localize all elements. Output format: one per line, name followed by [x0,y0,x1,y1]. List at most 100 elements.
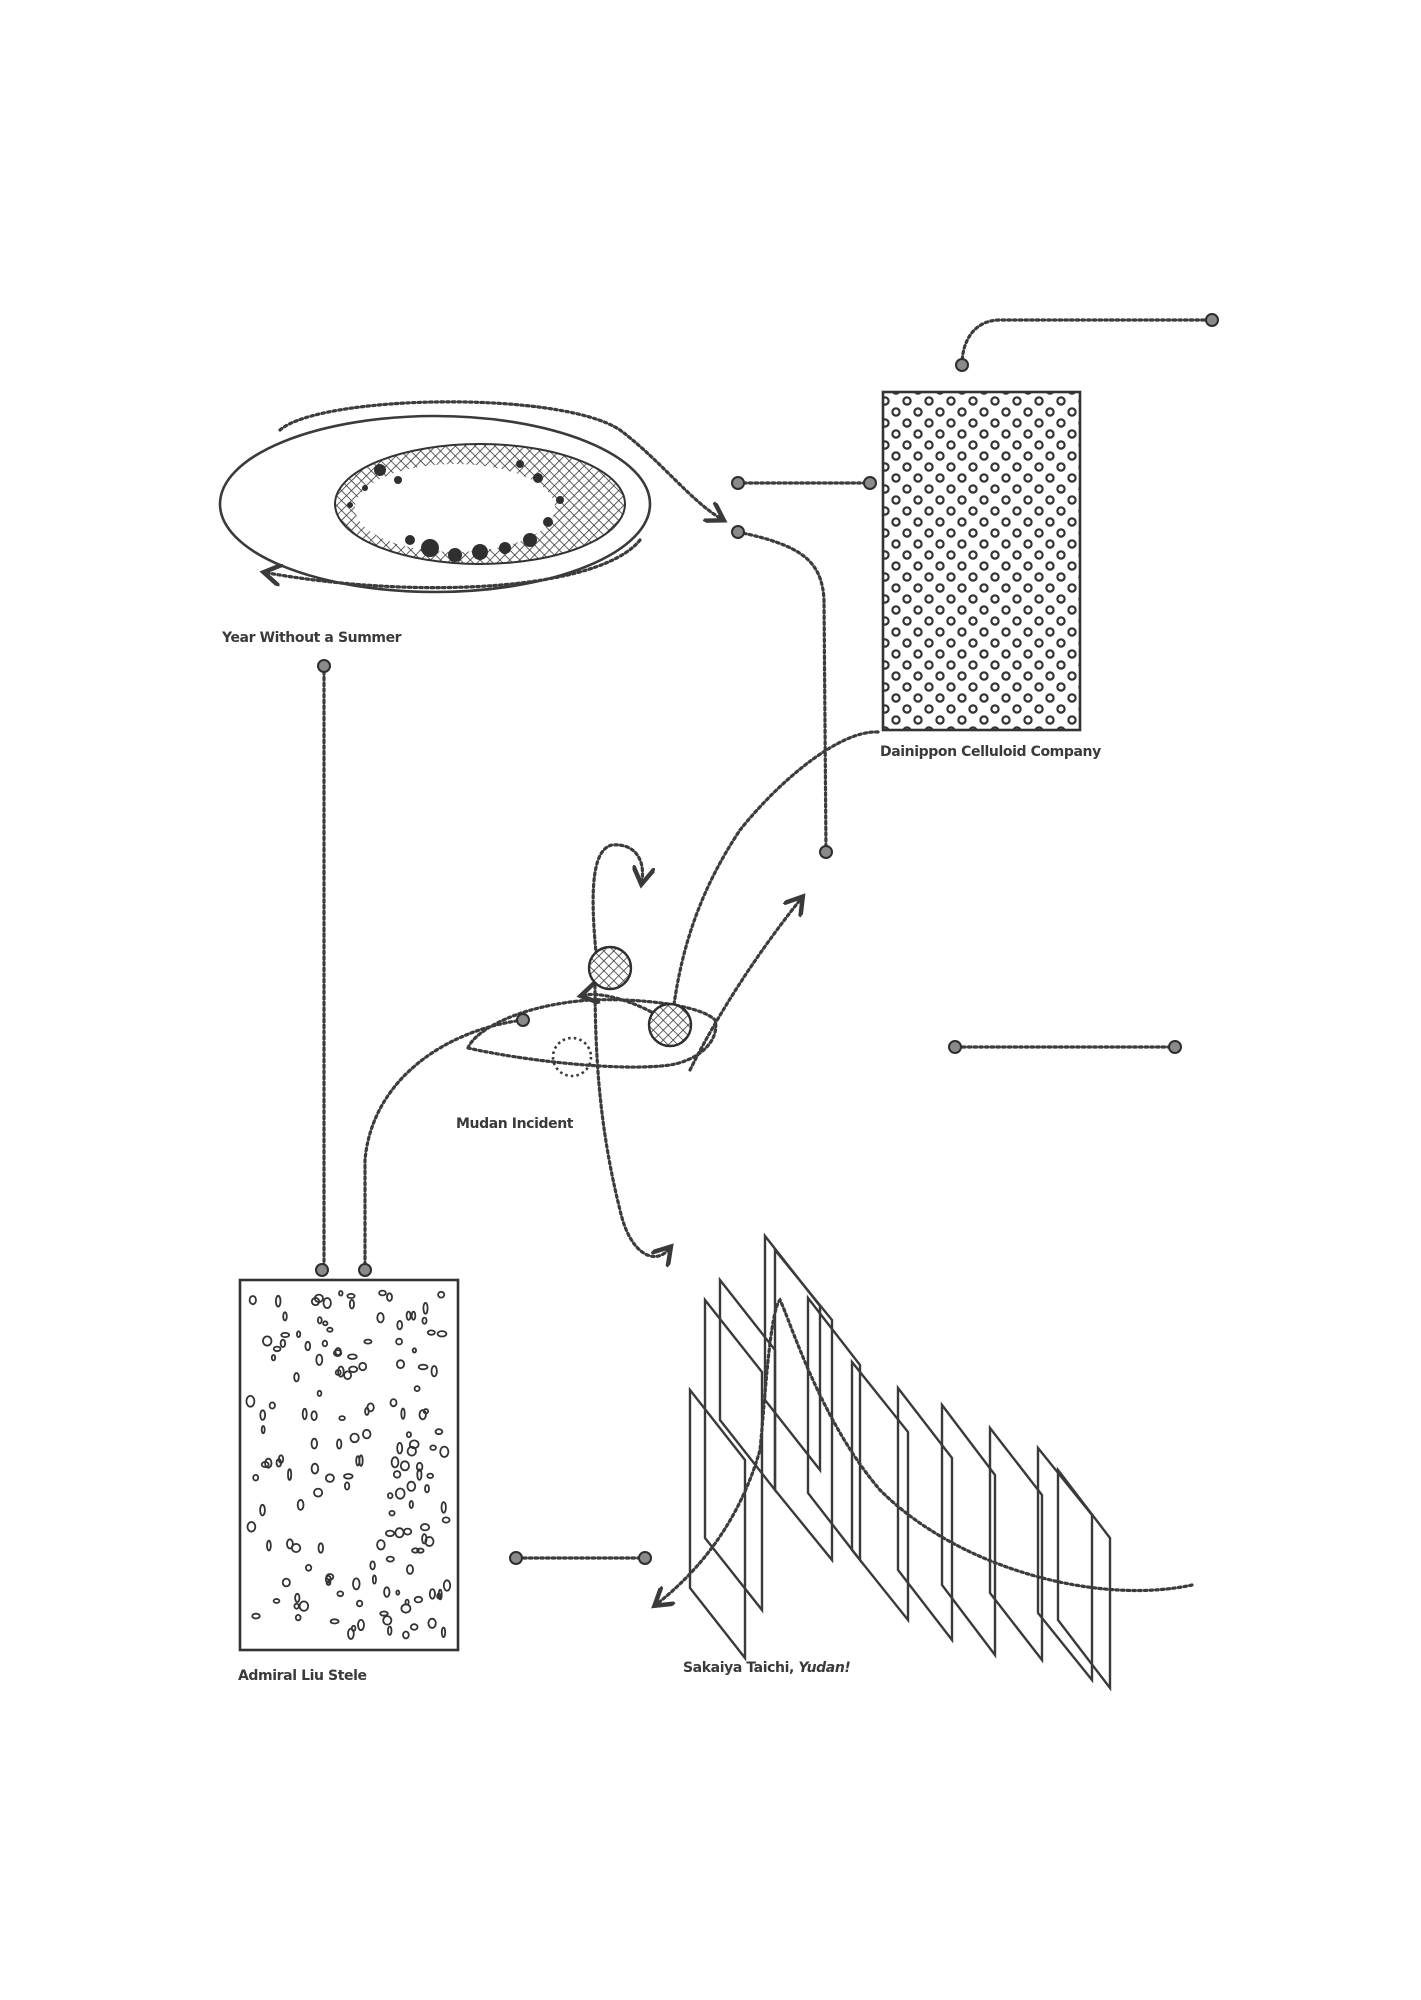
stele-speckle [266,1539,272,1552]
stele-speckle [415,1461,424,1472]
stele-speckle [329,1618,340,1625]
stele-speckle [338,1290,344,1297]
label-admiral-liu: Admiral Liu Stele [238,1668,367,1684]
stele-speckle [358,1361,368,1372]
stele-speckle [280,1332,291,1339]
stele-speckle [262,1335,273,1347]
label-dainippon: Dainippon Celluloid Company [880,744,1101,760]
stele-speckle [355,1599,364,1608]
stele-speckle [336,1590,345,1598]
stele-speckle [416,1547,425,1554]
stele-speckle [315,1353,324,1366]
stele-speckle [364,1406,370,1416]
stele-speckle [272,1598,281,1604]
stele-speckle [416,1468,423,1481]
stele-speckle [418,1409,427,1421]
stele-speckle [429,1444,437,1451]
stele-speckle [386,1292,393,1302]
stele-speckle [325,1580,332,1586]
stele-speckle [383,1586,391,1598]
stele-speckle [389,1398,398,1408]
stele-speckle [424,1536,435,1547]
stele-speckle [348,1298,355,1310]
stele-speckle [252,1473,260,1482]
stele-speckle [426,1472,435,1479]
stele-speckle [363,1338,373,1345]
stele-speckle [347,1353,358,1360]
stele-speckle [436,1592,442,1600]
stele-speckle [248,1295,257,1306]
stele-speckle [324,1473,335,1483]
stele-speckle [295,1330,302,1338]
stele-speckle [399,1460,410,1472]
stele-speckle [322,1297,332,1309]
stele-speckle [316,1389,323,1397]
stele-speckle [343,1370,353,1381]
stele-speckle [286,1538,294,1550]
stele-speckle [316,1316,323,1325]
stele-speckle [352,1577,361,1591]
stele-speckle [275,1294,282,1308]
stele-speckle [270,1354,277,1362]
stele-speckle [440,1501,447,1514]
stele-speckle [411,1347,417,1354]
stele-speckle [439,1445,450,1458]
stele-speckle [376,1312,385,1324]
stele-speckle [369,1560,376,1571]
stele-speckle [388,1509,396,1517]
stele-speckle [387,1492,394,1500]
stele-speckle [382,1615,393,1626]
stele-speckle [293,1372,300,1383]
stele-speckle [395,1359,405,1370]
stele-speckle [251,1612,261,1620]
dainippon-figure [731,313,1219,732]
stele-speckle [343,1481,351,1491]
stele-speckle [400,1603,412,1614]
stele-speckle [277,1454,285,1464]
stele-speckle [357,1619,365,1632]
stele-speckle [259,1503,266,1517]
stele-speckle [436,1330,448,1338]
stele-speckle [406,1445,417,1457]
stele-speckle [310,1437,318,1450]
stele-speckle [409,1623,419,1631]
stele-speckle [417,1363,429,1371]
label-year-without-summer: Year Without a Summer [222,630,402,646]
label-mudan: Mudan Incident [456,1116,573,1132]
stele-speckle [355,1455,361,1467]
admiral-liu-figure [238,1278,460,1652]
stele-speckle [426,1329,436,1336]
stele-speckle [349,1432,360,1444]
sakaiya-figure [688,1232,1112,1692]
mudan-incident-figure [363,730,880,1270]
stele-speckle [347,1627,355,1640]
stele-speckle [310,1410,318,1421]
stele-speckle [394,1487,406,1500]
label-sakaiya-prefix: Sakaiya Taichi, [683,1660,799,1676]
stele-speckle [396,1320,404,1331]
stele-speckle [313,1293,324,1303]
stele-speckle [338,1415,346,1421]
stele-speckle [384,1529,395,1538]
stele-speckle [402,1630,410,1640]
stele-speckle [430,1365,438,1378]
stele-speckle [282,1311,288,1322]
label-sakaiya-title: Yudan! [798,1660,851,1676]
stele-speckle [400,1407,406,1420]
stele-speckle [411,1547,420,1554]
stele-speckle [281,1577,291,1588]
label-sakaiya: Sakaiya Taichi, Yudan! [683,1660,851,1676]
stele-speckle [395,1337,404,1346]
stele-speckle [317,1542,324,1554]
stele-speckle [387,1625,393,1636]
stele-speckle [406,1480,417,1492]
stele-speckle [413,1595,424,1604]
stele-speckle [385,1555,395,1563]
stele-speckle [301,1407,308,1421]
stele-speckle [268,1401,276,1410]
stele-speckle [287,1468,293,1481]
stele-speckle [296,1499,305,1511]
stele-speckle [348,1365,359,1373]
stele-speckle [419,1523,431,1532]
